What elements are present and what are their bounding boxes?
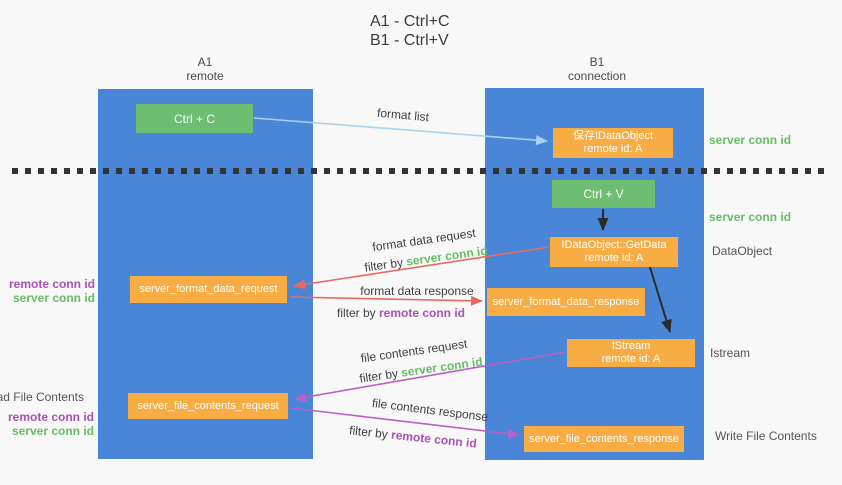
node-idataobject-getdata: IDataObject::GetData remote id: A: [550, 237, 678, 267]
node-save-idataobject-remote-id: remote id: A: [583, 143, 643, 155]
filter-by-remote-conn-id-label-1: filter by remote conn id: [337, 306, 465, 320]
write-file-contents-label: Write File Contents: [715, 429, 817, 443]
dataobject-label: DataObject: [712, 244, 773, 258]
node-istream-remote-id: remote id: A: [601, 353, 661, 365]
node-ctrl-c: Ctrl + C: [136, 104, 253, 133]
format-conn-id-legend: remote conn id server conn id: [9, 277, 95, 305]
istream-label: Istream: [710, 346, 751, 360]
node-format-response-label: server_format_data_response: [492, 295, 640, 308]
diagram-title: A1 - Ctrl+C B1 - Ctrl+V: [370, 12, 450, 50]
node-ctrl-v-label: Ctrl + V: [583, 187, 624, 201]
node-save-idataobject-title: 保存IDataObject: [572, 130, 654, 142]
node-istream: IStream remote id: A: [567, 339, 695, 367]
node-file-response-label: server_file_contents_response: [529, 432, 679, 445]
remote-conn-id-text: remote conn id: [379, 306, 466, 320]
filter-by-remote-conn-id-label-2: filter by remote conn id: [349, 423, 478, 450]
lifeline-a1-name: A1: [197, 55, 213, 69]
node-save-idataobject: 保存IDataObject remote id: A: [553, 128, 673, 158]
node-ctrl-c-label: Ctrl + C: [173, 111, 215, 126]
dotted-separator-line: [12, 168, 824, 174]
node-server-file-contents-request: server_file_contents_request: [128, 393, 288, 419]
node-server-format-data-response: server_format_data_response: [487, 288, 645, 316]
server-conn-id-label: server conn id: [12, 291, 95, 305]
title-line2: B1 - Ctrl+V: [370, 32, 449, 49]
format-list-label: format list: [376, 105, 430, 125]
node-getdata-title: IDataObject::GetData: [561, 239, 667, 251]
lifeline-b1-name: B1: [589, 55, 605, 69]
node-format-request-label: server_format_data_request: [139, 283, 278, 295]
read-file-contents-label: Read File Contents: [0, 390, 84, 404]
node-server-format-data-request: server_format_data_request: [130, 276, 287, 303]
remote-conn-id-label: remote conn id: [7, 410, 94, 424]
server-conn-id-label-top: server conn id: [709, 133, 792, 147]
title-line1: A1 - Ctrl+C: [370, 13, 450, 30]
server-conn-id-label: server conn id: [11, 424, 94, 438]
lifeline-b1-header: B1 connection: [537, 55, 657, 83]
lifeline-a1-role: remote: [186, 69, 224, 83]
filter-by-prefix: filter by: [363, 254, 408, 275]
server-conn-id-label-mid: server conn id: [709, 210, 792, 224]
filter-by-prefix: filter by: [336, 306, 379, 320]
node-file-request-label: server_file_contents_request: [137, 399, 279, 412]
lifeline-b1-role: connection: [567, 69, 627, 83]
file-contents-response-label: file contents response: [371, 395, 489, 425]
node-istream-title: IStream: [611, 340, 651, 352]
node-getdata-remote-id: remote id: A: [584, 252, 644, 264]
filter-by-prefix: filter by: [348, 423, 392, 442]
node-server-file-contents-response: server_file_contents_response: [524, 426, 684, 452]
format-data-response-label: format data response: [360, 284, 474, 298]
remote-conn-id-text: remote conn id: [390, 427, 478, 451]
node-ctrl-v: Ctrl + V: [552, 180, 655, 208]
lifeline-a1-header: A1 remote: [145, 55, 265, 83]
file-conn-id-legend: remote conn id server conn id: [8, 410, 94, 438]
remote-conn-id-label: remote conn id: [8, 277, 95, 291]
filter-by-prefix: filter by: [358, 365, 403, 386]
